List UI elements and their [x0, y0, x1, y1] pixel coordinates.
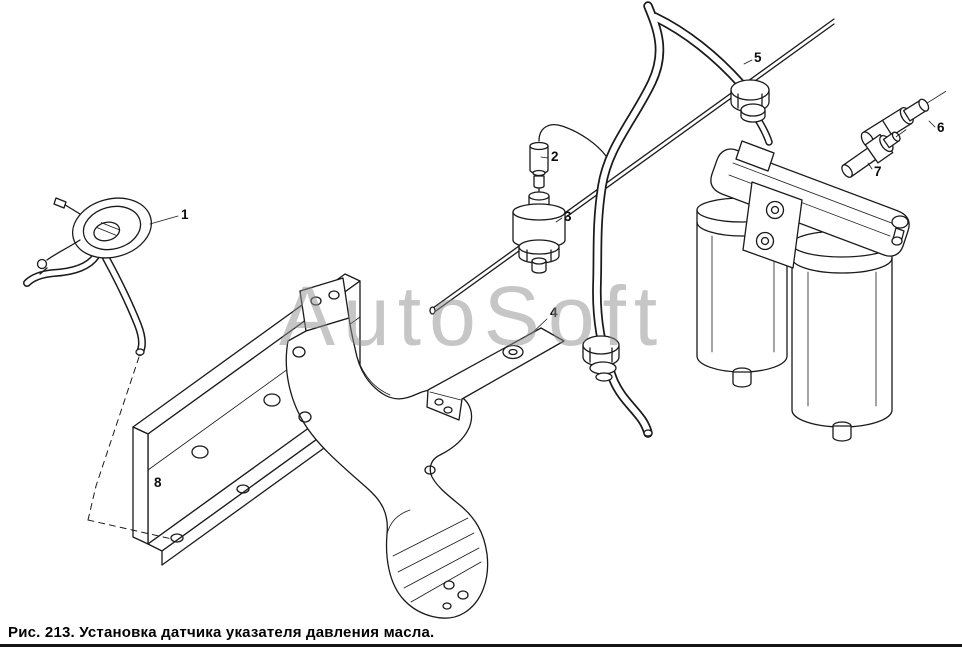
part-label-4: 4 — [550, 305, 558, 320]
part-number-labels: 1 2 3 4 5 6 7 8 — [154, 50, 945, 490]
bottom-border-line — [0, 644, 962, 647]
routing-dashed-lines — [87, 356, 173, 540]
part-label-6: 6 — [937, 120, 945, 135]
part-label-7: 7 — [874, 164, 882, 179]
figure-caption: Рис. 213. Установка датчика указателя да… — [8, 624, 435, 641]
callout-leader-lines — [149, 59, 936, 335]
sensor-plug-drawing — [841, 129, 907, 178]
part-label-3: 3 — [564, 209, 572, 224]
oil-tube-drawing — [592, 1, 746, 438]
part-label-2: 2 — [551, 149, 559, 164]
gauge-sensor-drawing — [23, 197, 153, 356]
part-label-1: 1 — [181, 207, 189, 222]
fitting-pipe-drawing — [538, 124, 607, 157]
sensor-bracket-drawing — [426, 327, 565, 421]
part-label-8: 8 — [154, 475, 162, 490]
pressure-sender-drawing — [512, 191, 566, 274]
fitting-drawing — [529, 141, 549, 195]
straight-pipe-drawing — [429, 18, 835, 315]
part-label-5: 5 — [754, 50, 762, 65]
oil-filter-assembly-drawing — [696, 140, 910, 442]
tube-union-nut-drawing — [730, 79, 773, 146]
banjo-union-drawing — [582, 335, 620, 382]
